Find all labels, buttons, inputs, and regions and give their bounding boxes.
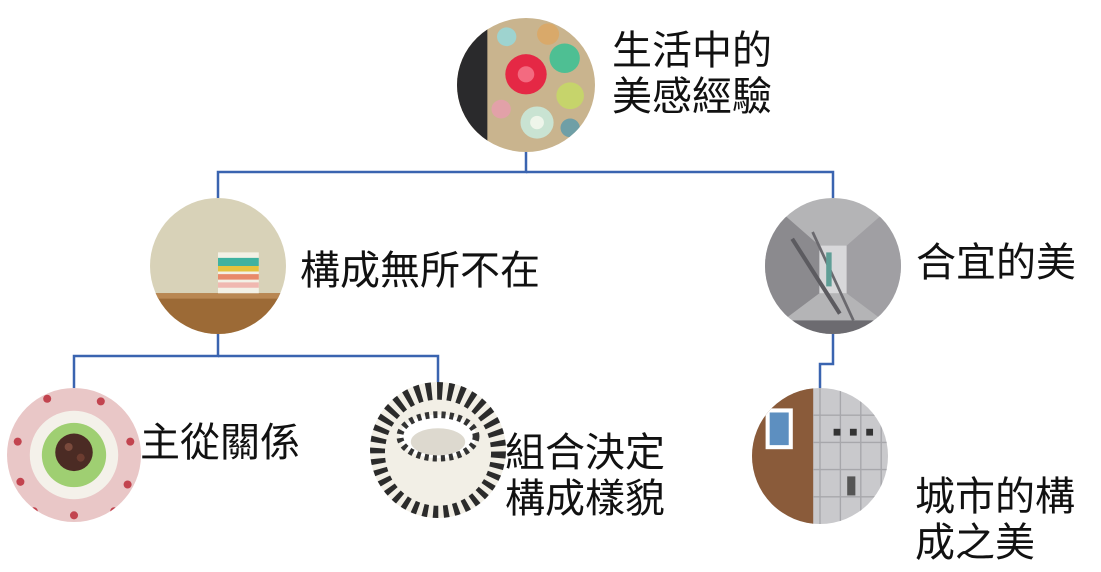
root-label: 生活中的 美感經驗 — [612, 28, 772, 120]
left-label: 構成無所不在 — [300, 248, 540, 294]
colorful-bowls-image — [457, 18, 595, 152]
right-label: 合宜的美 — [916, 240, 1076, 286]
connector-root-children — [216, 152, 528, 198]
building-facade-image — [752, 388, 888, 524]
stacked-bowls-image — [150, 198, 286, 334]
connector-left-children — [72, 334, 220, 388]
right-right-label: 城市的構 成之美 — [915, 474, 1075, 566]
connector-left-right-child — [218, 354, 440, 382]
left-right-label: 組合決定 構成樣貌 — [505, 430, 665, 522]
corridor-interior-image — [765, 198, 901, 334]
connector-root-right — [526, 170, 835, 198]
plated-dish-image — [7, 388, 141, 522]
striped-ceramic-bowl-image — [370, 382, 506, 518]
connector-right-child — [818, 334, 835, 388]
left-left-label: 主從關係 — [140, 420, 300, 466]
